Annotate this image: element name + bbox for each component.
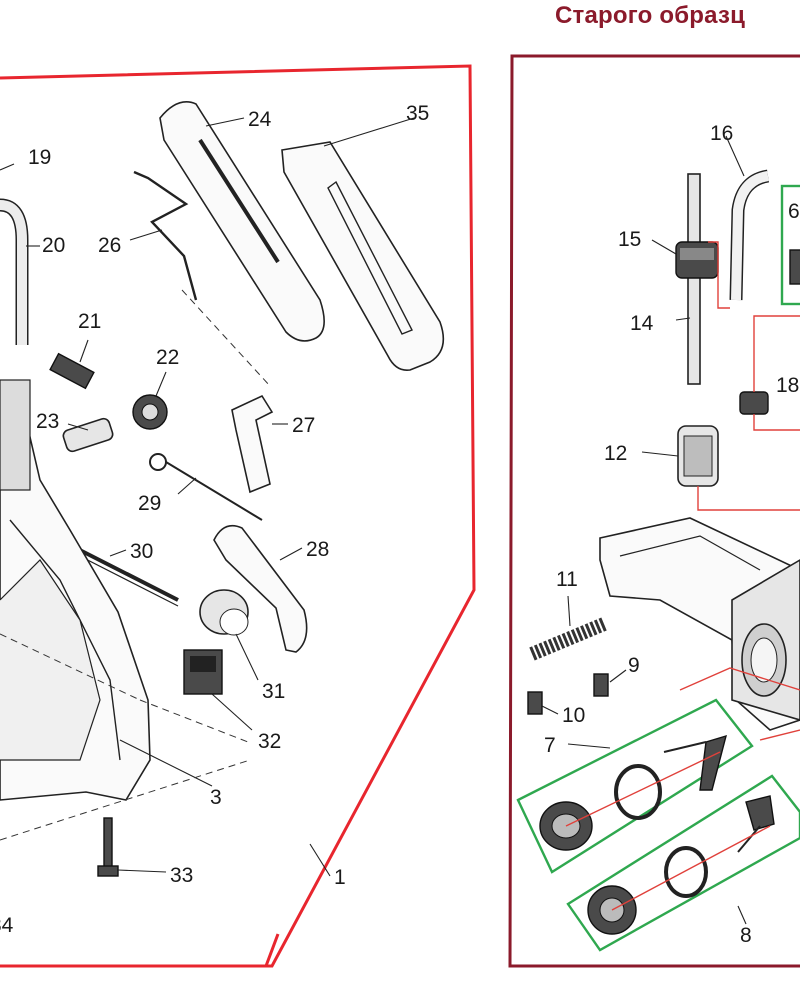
part-3-housing <box>0 379 213 801</box>
left-panel-frame <box>0 64 476 968</box>
part-26-rod <box>133 170 198 301</box>
oil-tank-body <box>599 517 800 731</box>
group-7-cap-assembly <box>516 698 754 874</box>
right-callouts: 16 15 14 6 18 12 11 9 10 7 8 <box>544 122 800 947</box>
part-24-handle-cover <box>159 101 325 342</box>
part-27-trigger <box>231 394 274 494</box>
callout-11: 11 <box>556 568 578 591</box>
callout-18: 18 <box>776 374 799 397</box>
header-title: Старого образц <box>555 2 746 29</box>
callout-28: 28 <box>306 538 329 561</box>
callout-10: 10 <box>562 704 585 727</box>
callout-32: 32 <box>258 730 281 753</box>
callout-20: 20 <box>42 234 65 257</box>
part-12-filter <box>641 425 800 511</box>
callout-27: 27 <box>292 414 315 437</box>
callout-8: 8 <box>740 924 752 947</box>
part-15-nut <box>651 239 719 279</box>
callout-1: 1 <box>334 866 346 889</box>
part-22-button <box>132 371 168 430</box>
group-8-cap-assembly <box>566 774 800 952</box>
callout-24: 24 <box>248 108 272 131</box>
callout-31: 31 <box>262 680 285 703</box>
callout-19: 19 <box>28 146 51 169</box>
left-frame-notch <box>264 933 280 967</box>
part-19-clip <box>0 163 15 171</box>
part-23-plug <box>62 417 114 453</box>
callout-34: 34 <box>0 914 14 937</box>
part-29-pin <box>149 453 263 521</box>
part-21-valve <box>49 339 95 390</box>
callout-6: 6 <box>788 200 800 223</box>
part-11-spring <box>529 595 607 661</box>
callout-30: 30 <box>130 540 153 563</box>
part-33-screw <box>97 817 167 877</box>
callout-15: 15 <box>618 228 641 251</box>
callout-23: 23 <box>36 410 59 433</box>
callout-26: 26 <box>98 234 121 257</box>
callout-14: 14 <box>630 312 654 335</box>
part-28-lever <box>213 524 308 653</box>
part-31-switch <box>199 589 259 681</box>
callout-21: 21 <box>78 310 101 333</box>
callout-29: 29 <box>138 492 161 515</box>
right-panel-frame <box>508 54 800 968</box>
callout-33: 33 <box>170 864 193 887</box>
part-9-screw <box>593 669 627 697</box>
callout-7: 7 <box>544 734 556 757</box>
part-32-switch-box <box>183 649 253 731</box>
group-6-box <box>780 184 800 306</box>
callout-35: 35 <box>406 102 429 125</box>
callout-16: 16 <box>710 122 733 145</box>
left-callouts: 19 20 21 22 23 24 26 27 28 29 30 31 32 3… <box>0 102 429 937</box>
callout-22: 22 <box>156 346 179 369</box>
callout-9: 9 <box>628 654 640 677</box>
part-10-screw <box>527 691 559 715</box>
callout-3: 3 <box>210 786 222 809</box>
callout-12: 12 <box>604 442 627 465</box>
part-14-rod <box>675 173 701 385</box>
part-18-cap <box>739 315 800 431</box>
